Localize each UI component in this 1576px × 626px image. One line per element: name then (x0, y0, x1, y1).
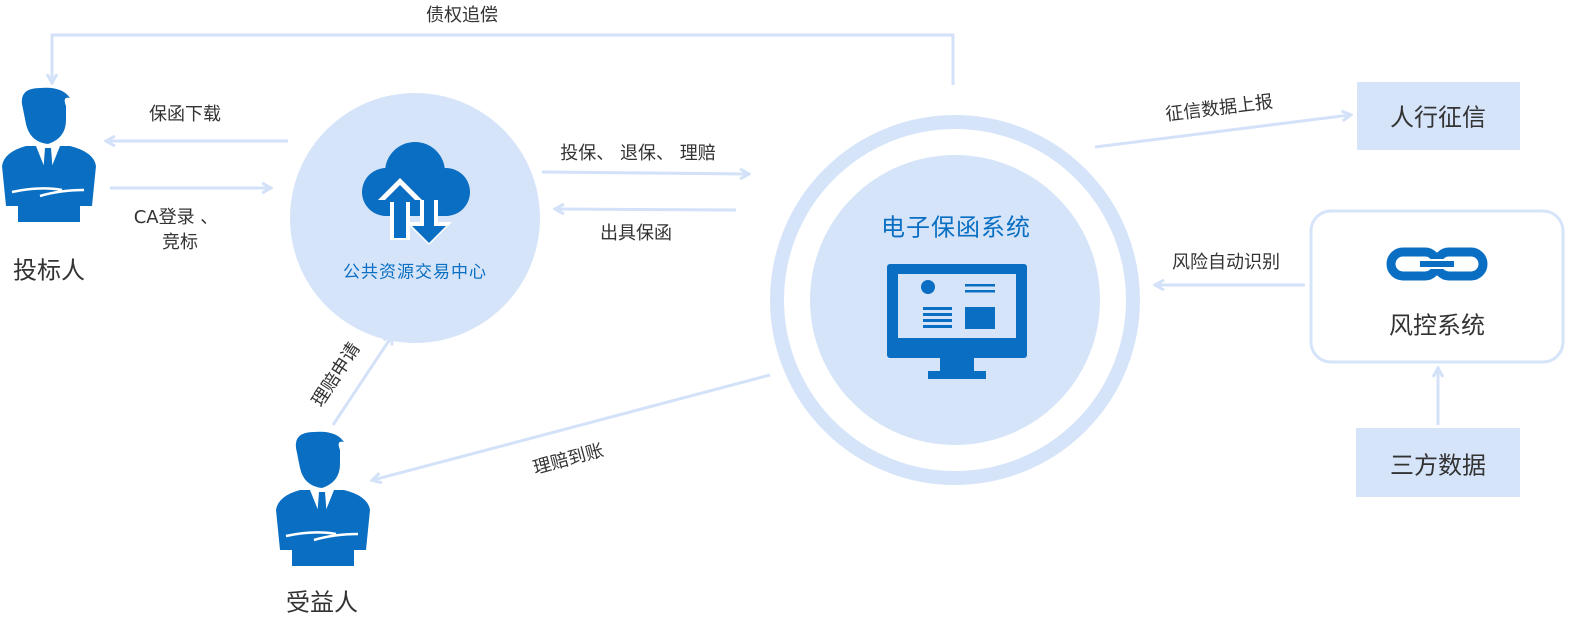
arrow-claim-apply (331, 336, 392, 426)
trading-center-circle (290, 93, 540, 343)
pboc-credit-label: 人行征信 (1390, 103, 1486, 132)
issue-guarantee-label: 出具保函 (600, 223, 672, 244)
arrow-credit-report (1094, 115, 1350, 149)
insure-actions-label: 投保、 退保、 理赔 (560, 143, 716, 164)
risk-identify-label: 风险自动识别 (1172, 252, 1280, 273)
bidder-person-icon (0, 86, 98, 224)
arrow-issue-guarantee (556, 209, 737, 210)
risk-system-box (1309, 209, 1565, 364)
guarantee-download-label: 保函下载 (149, 104, 221, 125)
arrow-insure (541, 172, 748, 174)
ca-login-label-line1: CA登录 、 (133, 207, 219, 228)
cloud-upload-download-icon (362, 142, 470, 245)
monitor-icon (887, 264, 1027, 379)
third-party-data-label: 三方数据 (1390, 451, 1486, 480)
third-party-data-box (1356, 428, 1520, 497)
ca-login-label-line2: 竞标 (162, 232, 198, 253)
trading-center-label: 公共资源交易中心 (343, 262, 487, 283)
risk-system-label: 风控系统 (1389, 311, 1485, 340)
beneficiary-person-icon (274, 430, 372, 568)
pboc-credit-box (1357, 82, 1520, 150)
debt-recovery-label: 债权追偿 (426, 5, 498, 26)
arrow-claim-paid (373, 373, 771, 480)
arrow-debt-recovery (52, 33, 955, 85)
bidder-label: 投标人 (13, 256, 85, 285)
guarantee-system-label: 电子保函系统 (881, 213, 1031, 242)
chain-center-bar (1420, 261, 1454, 267)
beneficiary-label: 受益人 (286, 588, 358, 617)
